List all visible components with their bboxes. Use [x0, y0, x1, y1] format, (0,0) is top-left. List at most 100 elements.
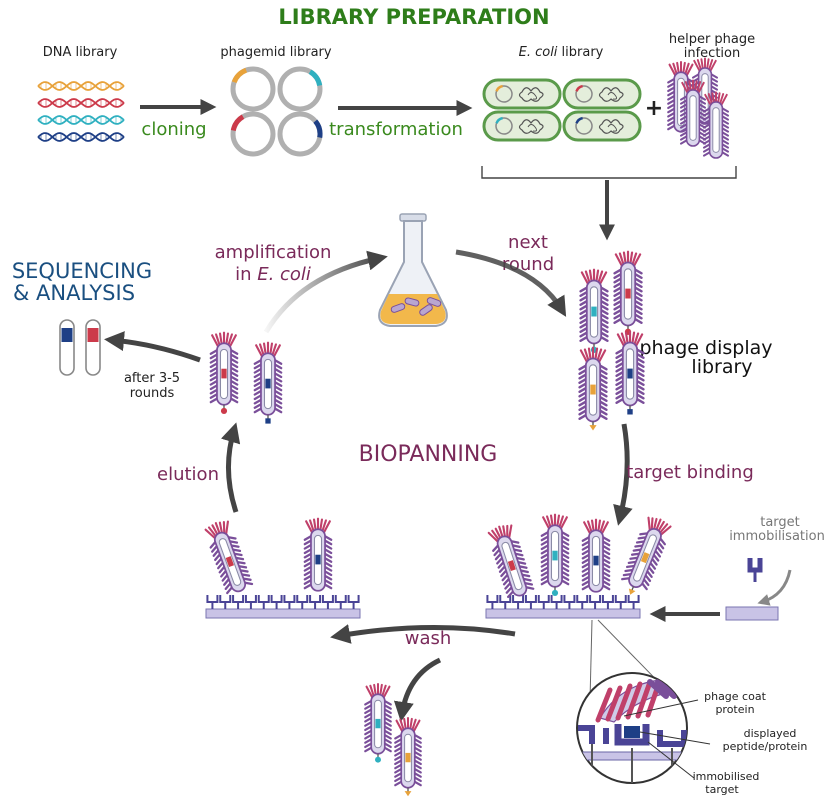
plus-sign: +: [645, 96, 663, 121]
zoom-line-left: [589, 619, 593, 701]
flask-cell: [404, 297, 420, 307]
sequencing-line1: SEQUENCING: [12, 259, 152, 283]
coat-protein: [605, 685, 623, 722]
surface-slab: [485, 608, 641, 619]
phagemid-plasmid: [277, 111, 323, 157]
flask: [378, 213, 448, 327]
surface-slab: [205, 608, 361, 619]
amplified-phage-cluster: [209, 331, 283, 424]
immobilised-line2: target: [705, 783, 739, 796]
phage-display-library-line1: phage display: [640, 337, 773, 359]
displayed-line1: displayed: [744, 727, 797, 740]
coat-protein-line2: protein: [715, 703, 754, 716]
target-receptor: [627, 595, 640, 609]
immobilised-pointer: [647, 741, 695, 779]
ecoli-cell: [482, 78, 562, 110]
phagemid-plasmids: [230, 66, 323, 157]
ecoli-cell: [562, 110, 642, 142]
target-receptor: [232, 595, 245, 609]
flask-cells: [390, 297, 442, 316]
phage-library-cluster: [578, 250, 645, 431]
next-round-line1: next: [508, 232, 548, 253]
target-receptor: [244, 595, 257, 609]
helper-phage-cluster: [667, 57, 730, 159]
amplification-arrow: [263, 250, 388, 334]
phage: [364, 683, 392, 763]
target-receptor: [283, 595, 296, 609]
phagemid-library-label: phagemid library: [220, 45, 331, 60]
target-receptor: [219, 595, 232, 609]
amplification-ecoli: E. coli: [257, 264, 311, 285]
coat-protein: [655, 679, 677, 699]
phage: [394, 717, 422, 797]
phage: [204, 520, 254, 595]
target-receptor: [499, 595, 512, 609]
target-receptor: [614, 595, 627, 609]
coat-pointer: [623, 699, 699, 717]
elution-label: elution: [157, 464, 219, 485]
elution-surface: [205, 595, 361, 619]
eluting-phage-cluster: [204, 517, 333, 595]
phage: [253, 341, 283, 424]
zoom-circle: [576, 672, 688, 784]
helper-label-line1: helper phage: [669, 32, 755, 47]
amplification-line1: amplification: [215, 242, 332, 263]
dna-helix: [37, 132, 125, 142]
immobilisation-line1: target: [760, 515, 800, 530]
phage: [578, 346, 608, 431]
wash-down-arrow: [393, 657, 442, 722]
target-binding-label: target binding: [626, 462, 754, 483]
title: LIBRARY PREPARATION: [278, 5, 549, 29]
dna-helix: [37, 98, 125, 108]
phagemid-plasmid: [230, 66, 276, 112]
empty-surface: [725, 606, 779, 621]
phage: [621, 516, 672, 595]
cloning-label: cloning: [141, 119, 206, 140]
target-receptor: [576, 595, 589, 609]
target-receptor: [512, 595, 525, 609]
target-receptor: [563, 595, 576, 609]
target-receptor: [486, 595, 499, 609]
dna-library-label: DNA library: [43, 45, 118, 60]
dna-helix: [37, 115, 125, 125]
free-target-receptor: [747, 558, 763, 582]
immobilisation-line2: immobilisation: [729, 529, 825, 544]
next-round-arrow: [455, 249, 567, 317]
immobilised-line1: immobilised: [693, 770, 760, 783]
target-receptor: [270, 595, 283, 609]
phage: [303, 517, 333, 592]
binding-surface: [485, 595, 641, 619]
wash-label: wash: [405, 628, 452, 649]
target-receptor: [589, 595, 602, 609]
target-receptor: [309, 595, 322, 609]
target-receptor: [257, 595, 270, 609]
helper-label-line2: infection: [684, 46, 740, 61]
target-receptor: [334, 595, 347, 609]
flask-cell: [426, 297, 442, 307]
ecoli-cell: [562, 78, 642, 110]
target-receptor: [550, 595, 563, 609]
dna-helix-group: [37, 81, 125, 142]
target-receptor: [601, 595, 614, 609]
target-binding-arrow: [613, 423, 633, 526]
target-receptor: [321, 595, 334, 609]
phage: [702, 91, 730, 159]
ecoli-library-label: E. coli library: [519, 45, 604, 60]
library-bracket: [481, 166, 737, 179]
wash-arrow: [330, 624, 516, 644]
flask-cell: [390, 303, 406, 313]
coat-protein: [615, 683, 633, 721]
phage: [579, 268, 609, 353]
biopanning-label: BIOPANNING: [359, 442, 498, 467]
transformation-label: transformation: [329, 119, 463, 140]
phage: [581, 518, 611, 593]
target-receptor: [296, 595, 309, 609]
coat-protein: [635, 679, 653, 719]
ecoli-rest: library: [557, 45, 603, 60]
coat-protein: [595, 687, 613, 723]
sequence-reads: [59, 319, 101, 376]
ecoli-cells: [482, 78, 642, 142]
phage-particles: [204, 57, 730, 797]
